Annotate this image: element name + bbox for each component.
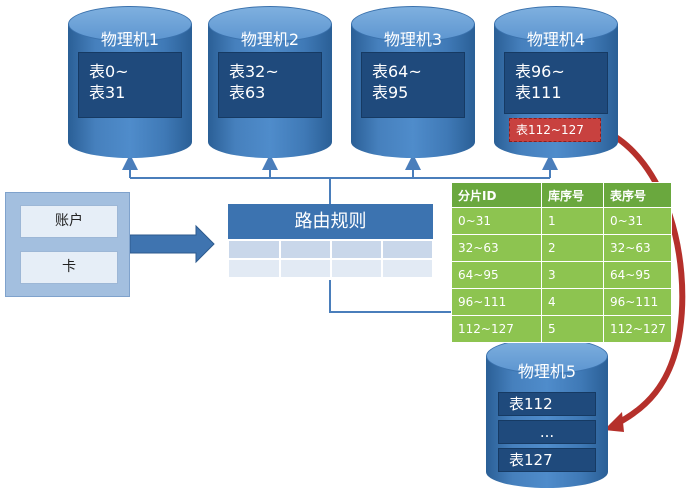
cell-db-index: 5 bbox=[541, 315, 604, 343]
table-row: 32~63 2 32~63 bbox=[451, 234, 672, 262]
cell-shard-id: 96~111 bbox=[451, 288, 542, 316]
routing-rule-header: 路由规则 bbox=[228, 204, 433, 239]
machine-5: 物理机5 表112 ... 表127 bbox=[486, 338, 608, 488]
cell-shard-id: 64~95 bbox=[451, 261, 542, 289]
cylinder-top bbox=[494, 6, 618, 42]
machine-name: 物理机3 bbox=[383, 30, 443, 49]
cell-db-index: 4 bbox=[541, 288, 604, 316]
input-arrow bbox=[129, 224, 215, 264]
table-range-end: 表31 bbox=[89, 83, 126, 102]
machine-name: 物理机1 bbox=[100, 30, 160, 49]
table-range-start: 表64~ bbox=[372, 62, 422, 81]
table-row: 96~111 4 96~111 bbox=[451, 288, 672, 316]
table-range-end: 表95 bbox=[372, 83, 409, 102]
machine-1: 物理机1 表0~ 表31 bbox=[68, 6, 192, 158]
cell-shard-id: 0~31 bbox=[451, 207, 542, 235]
source-panel: 账户 卡 bbox=[5, 192, 130, 297]
machine-name: 物理机5 bbox=[517, 362, 577, 381]
cylinder-top bbox=[68, 6, 192, 42]
header-shard-id: 分片ID bbox=[451, 182, 542, 208]
table-range-start: 表32~ bbox=[229, 62, 279, 81]
table-range-start: 表96~ bbox=[515, 62, 565, 81]
table-row-ellipsis: ... bbox=[498, 420, 596, 444]
machine-name: 物理机4 bbox=[526, 30, 586, 49]
table-range-box: 表32~ 表63 bbox=[218, 52, 322, 118]
table-range-box: 表96~ 表111 bbox=[504, 52, 608, 114]
table-range-end: 表111 bbox=[515, 83, 562, 102]
cell-shard-id: 32~63 bbox=[451, 234, 542, 262]
cell-table-index: 96~111 bbox=[603, 288, 672, 316]
card-box: 卡 bbox=[20, 251, 118, 284]
machine-name: 物理机2 bbox=[240, 30, 300, 49]
table-header-row: 分片ID 库序号 表序号 bbox=[451, 182, 672, 208]
cell-table-index: 0~31 bbox=[603, 207, 672, 235]
migration-arrowhead bbox=[604, 412, 624, 432]
cell-shard-id: 112~127 bbox=[451, 315, 542, 343]
table-range-box: 表0~ 表31 bbox=[78, 52, 182, 118]
overflow-chip: 表112~127 bbox=[509, 118, 601, 142]
table-row: 0~31 1 0~31 bbox=[451, 207, 672, 235]
table-row: 64~95 3 64~95 bbox=[451, 261, 672, 289]
table-row: 112~127 5 112~127 bbox=[451, 315, 672, 343]
account-box: 账户 bbox=[20, 205, 118, 238]
table-range-box: 表64~ 表95 bbox=[361, 52, 465, 118]
cell-db-index: 3 bbox=[541, 261, 604, 289]
machine-2: 物理机2 表32~ 表63 bbox=[208, 6, 332, 158]
cell-table-index: 64~95 bbox=[603, 261, 672, 289]
cell-db-index: 2 bbox=[541, 234, 604, 262]
table-row-first: 表112 bbox=[498, 392, 596, 416]
header-db-index: 库序号 bbox=[541, 182, 604, 208]
cell-table-index: 112~127 bbox=[603, 315, 672, 343]
header-table-index: 表序号 bbox=[603, 182, 672, 208]
cylinder-top bbox=[208, 6, 332, 42]
table-row-last: 表127 bbox=[498, 448, 596, 472]
cell-table-index: 32~63 bbox=[603, 234, 672, 262]
machine-3: 物理机3 表64~ 表95 bbox=[351, 6, 475, 158]
table-range-end: 表63 bbox=[229, 83, 266, 102]
cylinder-top bbox=[486, 338, 608, 374]
routing-rule-grid bbox=[228, 240, 433, 280]
routing-table: 分片ID 库序号 表序号 0~31 1 0~31 32~63 2 32~63 6… bbox=[451, 182, 672, 343]
table-range-start: 表0~ bbox=[89, 62, 129, 81]
cell-db-index: 1 bbox=[541, 207, 604, 235]
migration-arrow bbox=[601, 127, 686, 429]
cylinder-top bbox=[351, 6, 475, 42]
